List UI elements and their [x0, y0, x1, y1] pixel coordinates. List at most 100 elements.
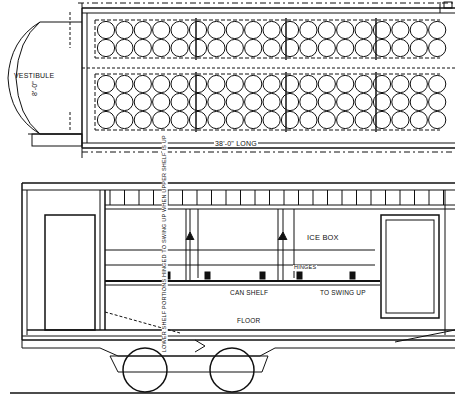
- roof-slat: [139, 190, 140, 205]
- milk-can: [245, 39, 262, 56]
- milk-can: [226, 93, 243, 110]
- roof-slat: [255, 190, 256, 205]
- milk-can: [134, 21, 151, 38]
- milk-can: [153, 75, 170, 92]
- milk-can: [134, 111, 151, 128]
- milk-can: [116, 75, 133, 92]
- milk-can: [189, 21, 206, 38]
- roof-slat: [197, 190, 198, 205]
- roof-slat: [414, 190, 415, 205]
- note: TO SWING UP: [320, 290, 366, 297]
- milk-can: [355, 75, 372, 92]
- milk-can: [318, 111, 335, 128]
- roof-slat: [182, 190, 183, 205]
- milk-can: [318, 39, 335, 56]
- milk-can: [263, 111, 280, 128]
- roof-slat: [356, 190, 357, 205]
- milk-can: [392, 75, 409, 92]
- plan-view: [8, 2, 455, 158]
- note: LOWER SHELF PORTIONS HINGED TO SWING UP …: [162, 134, 168, 353]
- milk-can: [429, 93, 446, 110]
- milk-can: [153, 93, 170, 110]
- milk-can: [300, 93, 317, 110]
- milk-can: [245, 93, 262, 110]
- milk-can: [226, 21, 243, 38]
- milk-can: [429, 75, 446, 92]
- milk-can: [97, 21, 114, 38]
- roof-slat: [385, 190, 386, 205]
- roof-slat: [153, 190, 154, 205]
- milk-can: [153, 21, 170, 38]
- milk-can: [189, 111, 206, 128]
- roof-slat: [298, 190, 299, 205]
- milk-can: [134, 75, 151, 92]
- milk-can: [226, 75, 243, 92]
- milk-can: [281, 111, 298, 128]
- milk-can: [153, 39, 170, 56]
- milk-can: [208, 111, 225, 128]
- milk-can: [153, 111, 170, 128]
- roof-slat: [240, 190, 241, 205]
- milk-can: [392, 111, 409, 128]
- milk-can: [226, 111, 243, 128]
- milk-can: [410, 21, 427, 38]
- roof-slat: [327, 190, 328, 205]
- roof-slat: [313, 190, 314, 205]
- roof-slat: [124, 190, 125, 205]
- milk-can: [263, 21, 280, 38]
- milk-can: [97, 93, 114, 110]
- milk-can: [116, 93, 133, 110]
- milk-can: [373, 111, 390, 128]
- milk-can: [245, 111, 262, 128]
- elevation-view: [10, 183, 455, 393]
- roof-slat: [400, 190, 401, 205]
- milk-can: [337, 21, 354, 38]
- part-name: ICE BOX: [306, 234, 340, 242]
- milk-can: [355, 111, 372, 128]
- milk-can: [410, 75, 427, 92]
- milk-can: [392, 39, 409, 56]
- roof-slat: [226, 190, 227, 205]
- milk-can: [373, 39, 390, 56]
- milk-can: [134, 39, 151, 56]
- milk-can: [245, 75, 262, 92]
- milk-can: [429, 39, 446, 56]
- milk-can: [337, 93, 354, 110]
- milk-can: [281, 93, 298, 110]
- milk-can: [116, 39, 133, 56]
- milk-can: [355, 21, 372, 38]
- milk-can: [373, 21, 390, 38]
- part-name: VESTIBULE: [14, 72, 54, 79]
- milk-can: [134, 93, 151, 110]
- milk-can: [116, 21, 133, 38]
- milk-can: [263, 39, 280, 56]
- part-name: FLOOR: [236, 318, 261, 325]
- milk-can: [318, 75, 335, 92]
- milk-can: [97, 75, 114, 92]
- roof-slat: [284, 190, 285, 205]
- roof-slat: [429, 190, 430, 205]
- milk-can: [318, 93, 335, 110]
- milk-can: [171, 93, 188, 110]
- milk-can: [300, 21, 317, 38]
- milk-can: [263, 75, 280, 92]
- milk-can: [116, 111, 133, 128]
- milk-can: [300, 75, 317, 92]
- milk-can: [171, 39, 188, 56]
- milk-can: [429, 21, 446, 38]
- milk-can: [300, 39, 317, 56]
- milk-can: [245, 21, 262, 38]
- milk-can: [208, 21, 225, 38]
- milk-can: [97, 111, 114, 128]
- dimension: 38'-0" LONG: [214, 140, 258, 147]
- milk-can: [392, 93, 409, 110]
- milk-can: [208, 93, 225, 110]
- roof-slat: [342, 190, 343, 205]
- milk-can: [337, 39, 354, 56]
- milk-can: [189, 93, 206, 110]
- milk-can: [355, 93, 372, 110]
- milk-can: [171, 75, 188, 92]
- milk-can: [97, 39, 114, 56]
- milk-can: [208, 39, 225, 56]
